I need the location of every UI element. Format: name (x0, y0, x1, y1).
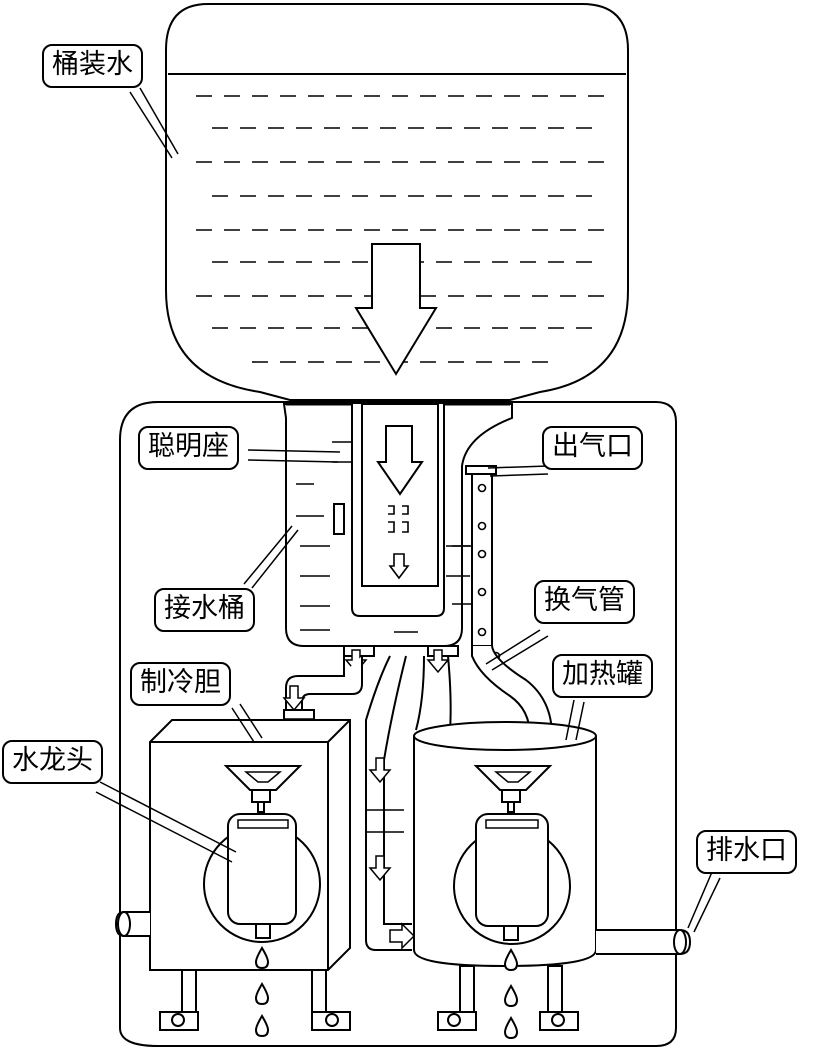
heating-tank (413, 721, 692, 1040)
flow-arrow-down-large (354, 243, 438, 376)
cooling-tank (114, 719, 351, 1038)
label-vent-pipe: 换气管 (534, 580, 635, 624)
water-bottle (165, 3, 629, 401)
callout-leaders (95, 87, 721, 933)
faucet-cold (203, 765, 321, 970)
label-drain-outlet: 排水口 (696, 830, 797, 874)
label-heating-tank: 加热罐 (552, 654, 653, 698)
vent-pipe (452, 465, 555, 739)
label-cooling-tank: 制冷胆 (130, 662, 231, 706)
label-air-outlet: 出气口 (542, 426, 643, 470)
label-water-receiver: 接水桶 (154, 588, 255, 632)
faucet-hot (453, 765, 571, 972)
label-smart-seat: 聪明座 (138, 426, 239, 470)
smart-seat-valve (351, 403, 445, 617)
label-faucet: 水龙头 (2, 740, 103, 784)
label-bottled-water: 桶装水 (42, 44, 143, 88)
